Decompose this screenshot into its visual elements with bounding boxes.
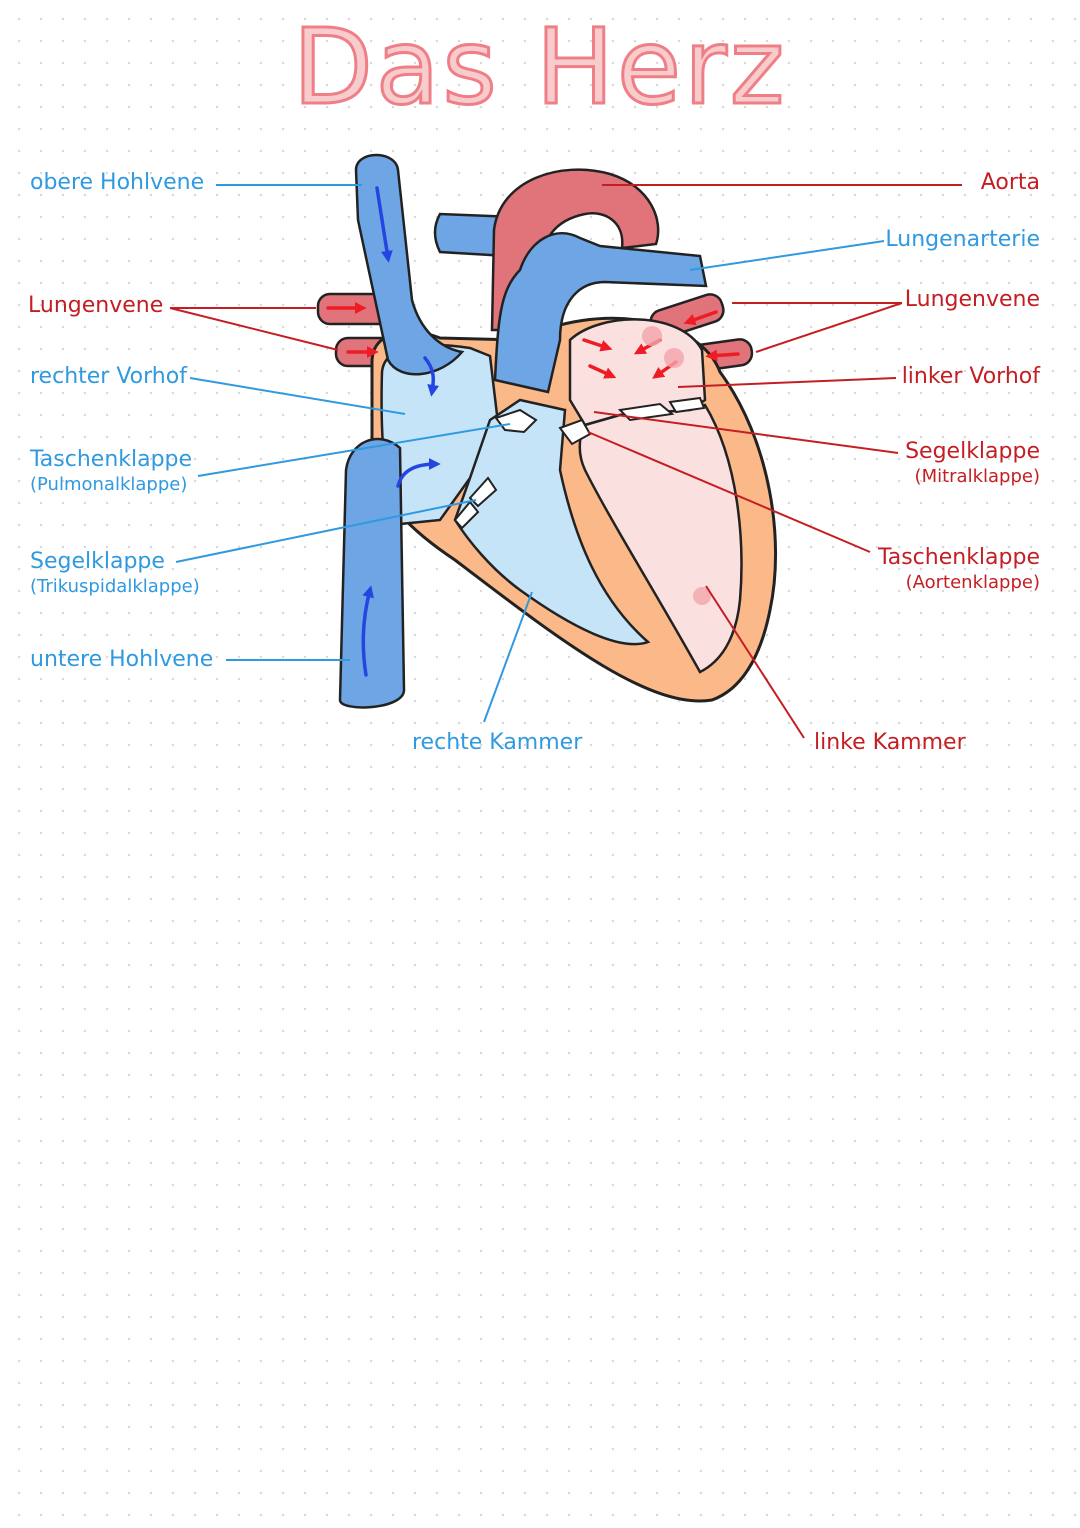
page-title: Das Herz: [291, 5, 788, 130]
label-taschenklappe-aorten-sub: (Aortenklappe): [905, 572, 1040, 593]
label-taschenklappe-pulmonal: Taschenklappe (Pulmonalklappe): [30, 447, 192, 497]
leader-lines-red: [169, 184, 962, 739]
flow-arrows-blue: [361, 186, 441, 677]
label-untere-hohlvene: untere Hohlvene: [30, 647, 214, 672]
label-linke-kammer: linke Kammer: [814, 730, 966, 755]
label-obere-hohlvene: obere Hohlvene: [30, 170, 205, 195]
right-ventricle: [453, 398, 651, 646]
label-lungenvene-right: Lungenvene: [904, 287, 1040, 312]
label-taschenklappe-aorten-main: Taschenklappe: [877, 545, 1040, 570]
label-segelklappe-trikuspidal-sub: (Trikuspidalklappe): [30, 576, 200, 597]
label-aorta: Aorta: [980, 170, 1040, 195]
leader-lines-blue: [175, 184, 885, 723]
label-taschenklappe-pulmonal-main: Taschenklappe: [30, 447, 193, 472]
label-linker-vorhof: linker Vorhof: [901, 364, 1040, 389]
pulmonary-artery: [493, 232, 708, 394]
valves: [453, 396, 706, 530]
label-taschenklappe-aorten: Taschenklappe (Aortenklappe): [878, 545, 1040, 595]
label-segelklappe-mitral-sub: (Mitralklappe): [914, 466, 1040, 487]
label-segelklappe-mitral-main: Segelklappe: [905, 439, 1040, 464]
label-rechter-vorhof: rechter Vorhof: [30, 364, 187, 389]
label-lungenarterie: Lungenarterie: [885, 227, 1040, 252]
label-segelklappe-trikuspidal: Segelklappe (Trikuspidalklappe): [30, 549, 200, 599]
blood-dots: [642, 326, 711, 605]
left-ventricle: [578, 403, 743, 674]
inferior-vena-cava: [338, 437, 406, 709]
label-lungenvene-left: Lungenvene: [28, 293, 164, 318]
label-segelklappe-mitral: Segelklappe (Mitralklappe): [905, 439, 1040, 489]
superior-vena-cava: [354, 153, 465, 376]
label-segelklappe-trikuspidal-main: Segelklappe: [30, 549, 165, 574]
label-taschenklappe-pulmonal-sub: (Pulmonalklappe): [30, 474, 188, 495]
label-rechte-kammer: rechte Kammer: [412, 730, 583, 755]
